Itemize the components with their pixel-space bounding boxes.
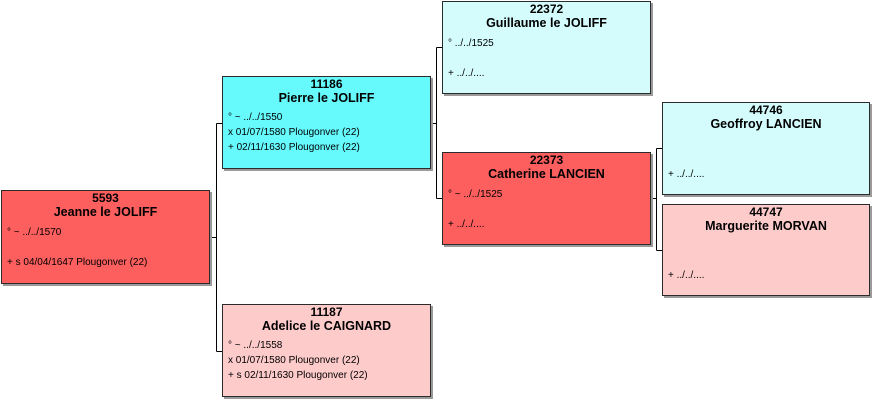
person-card-11186[interactable]: 11186 Pierre le JOLIFF ° ~ ../../1550 x … — [222, 76, 431, 169]
person-card-5593[interactable]: 5593 Jeanne le JOLIFF ° ~ ../../1570 + s… — [1, 190, 210, 284]
death-info: + s 04/04/1647 Plougonver (22) — [7, 257, 148, 268]
connector-father-parents — [431, 47, 442, 199]
birth-info: ° ../../1525 — [448, 38, 494, 49]
person-card-22373[interactable]: 22373 Catherine LANCIEN ° ~ ../../1525 +… — [442, 152, 651, 245]
person-name: Adelice le CAIGNARD — [261, 319, 392, 333]
person-card-44746[interactable]: 44746 Geoffroy LANCIEN + ../../.... — [662, 102, 870, 195]
sosa-number: 44747 — [749, 205, 783, 219]
sosa-number: 22372 — [529, 2, 564, 16]
death-info: + s 02/11/1630 Plougonver (22) — [228, 370, 368, 381]
person-name: Catherine LANCIEN — [488, 167, 605, 181]
person-card-22372[interactable]: 22372 Guillaume le JOLIFF ° ../../1525 +… — [442, 1, 651, 94]
connector-catherine-parents — [650, 148, 662, 251]
connector-root-parents — [210, 123, 222, 352]
person-card-44747[interactable]: 44747 Marguerite MORVAN + ../../.... — [662, 204, 870, 296]
birth-info: ° ~ ../../1550 — [228, 112, 283, 123]
death-info: + 02/11/1630 Plougonver (22) — [228, 142, 360, 153]
person-name: Marguerite MORVAN — [705, 219, 827, 233]
sosa-number: 11186 — [310, 77, 343, 91]
birth-info: ° ~ ../../1558 — [228, 340, 283, 351]
person-card-11187[interactable]: 11187 Adelice le CAIGNARD ° ~ ../../1558… — [222, 304, 431, 397]
person-name: Jeanne le JOLIFF — [53, 205, 158, 219]
sosa-number: 22373 — [529, 153, 564, 167]
birth-info: ° ~ ../../1525 — [448, 189, 503, 200]
death-info: + ../../.... — [668, 169, 705, 180]
birth-info: ° ~ ../../1570 — [7, 227, 62, 238]
person-name: Guillaume le JOLIFF — [486, 16, 607, 30]
marriage-info: x 01/07/1580 Plougonver (22) — [228, 127, 360, 138]
death-info: + ../../.... — [448, 219, 485, 230]
sosa-number: 44746 — [749, 103, 783, 117]
death-info: + ../../.... — [448, 68, 485, 79]
sosa-number: 5593 — [92, 191, 119, 205]
person-name: Geoffroy LANCIEN — [710, 117, 822, 131]
sosa-number: 11187 — [310, 305, 343, 319]
death-info: + ../../.... — [668, 270, 705, 281]
marriage-info: x 01/07/1580 Plougonver (22) — [228, 355, 360, 366]
person-name: Pierre le JOLIFF — [278, 91, 375, 105]
